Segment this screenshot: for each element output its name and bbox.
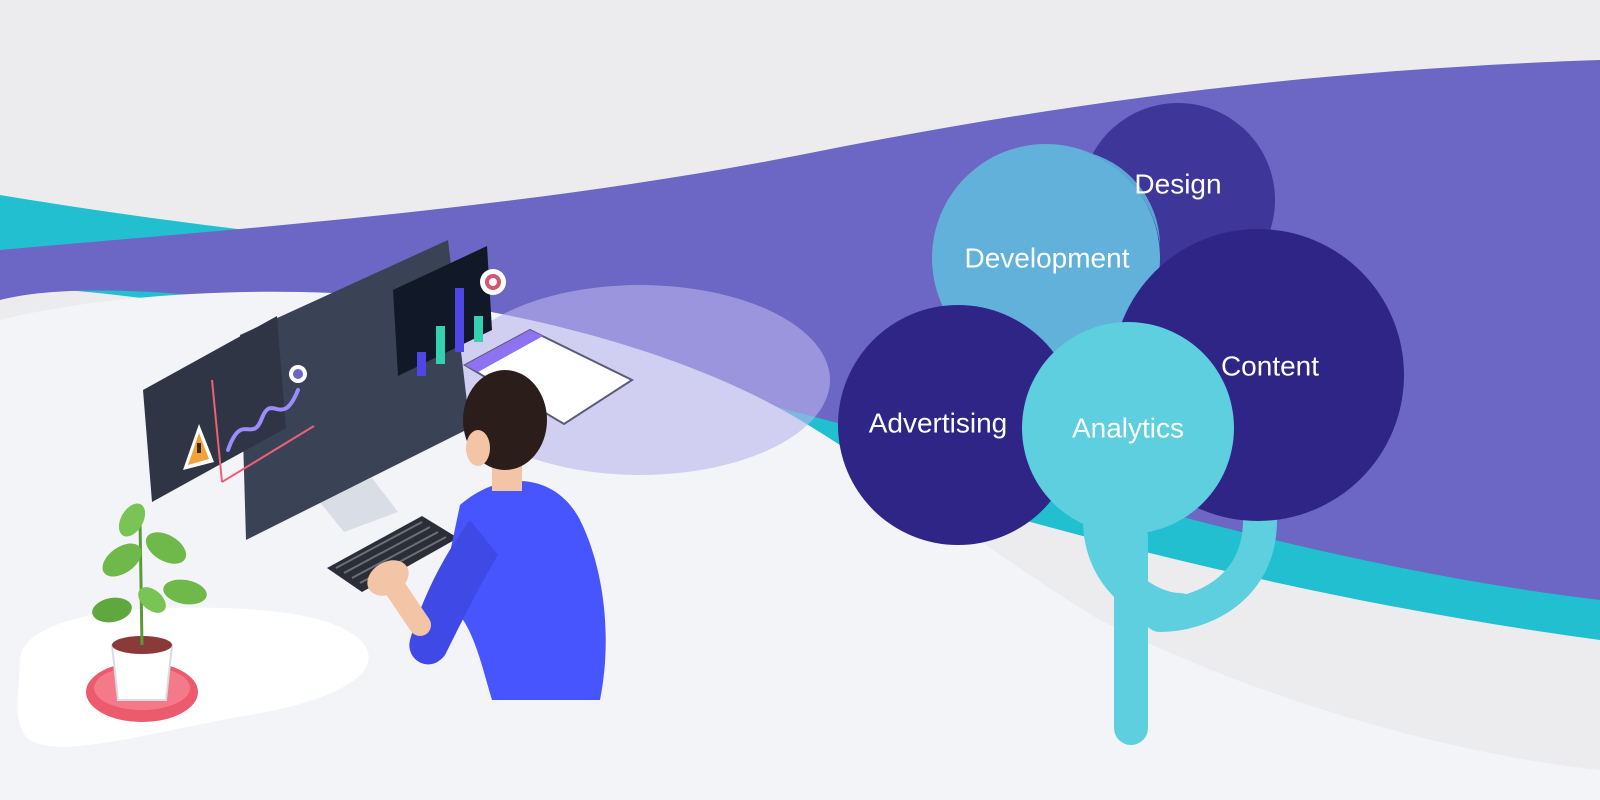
tree-diagram: Design Development Content Advertising A… (838, 103, 1404, 745)
bar-2 (436, 326, 445, 364)
monitor-stand (318, 478, 398, 532)
plant-leaf-2 (145, 532, 187, 564)
tree-trunk (1114, 520, 1148, 745)
bubble-label-content: Content (1221, 350, 1319, 381)
plant-stem (138, 519, 144, 646)
warning-triangle-icon (183, 424, 214, 470)
person-arm (409, 520, 498, 665)
bubble-analytics (1022, 322, 1234, 534)
chart-panel-right (393, 246, 492, 376)
bubble-label-development: Development (965, 242, 1130, 273)
bubble-label-analytics: Analytics (1072, 412, 1184, 443)
tree-branch-right (1143, 503, 1277, 632)
person-forearm (384, 577, 431, 636)
person (367, 370, 606, 700)
bar-3 (455, 288, 464, 352)
potted-plant (86, 503, 207, 722)
bar-4 (474, 316, 483, 342)
target-icon (289, 365, 307, 383)
plant-leaf-6 (138, 587, 166, 613)
plant-leaf-1 (102, 543, 142, 577)
target-icon-large (480, 269, 506, 295)
workstation (143, 240, 635, 592)
plant-leaf-5 (92, 597, 132, 623)
bubble-label-design: Design (1134, 168, 1221, 199)
chart-axis (211, 379, 315, 483)
bubble-label-advertising: Advertising (869, 407, 1008, 438)
wave-line (226, 388, 300, 452)
tablet-header (465, 330, 543, 372)
plant-leaf-3 (118, 503, 146, 537)
keyboard-keys (335, 521, 447, 584)
bubble-advertising (838, 305, 1078, 545)
bar-1 (417, 352, 426, 376)
plant-leaf-4 (163, 579, 207, 605)
bubble-overlap (1082, 151, 1160, 245)
person-ear (466, 430, 490, 466)
